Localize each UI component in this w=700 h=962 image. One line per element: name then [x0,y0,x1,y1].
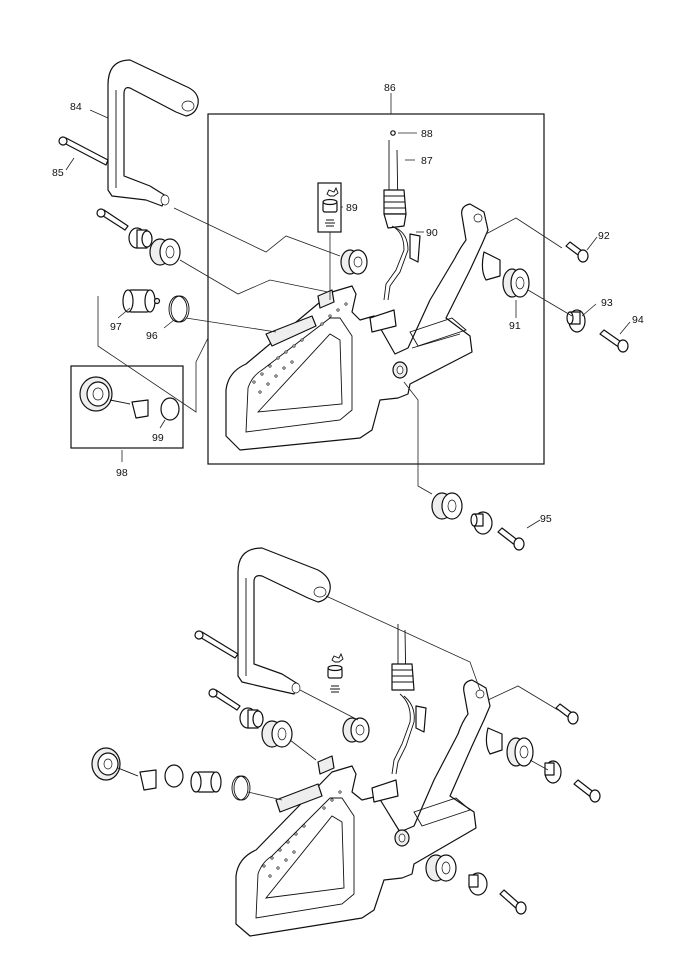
pin-88 [390,130,396,136]
throttle-rod-bottom [391,624,427,775]
exploded-view-bottom [91,547,601,937]
bushing-bottom-d [506,737,534,767]
bushing-bottom-c [342,717,370,743]
callout-89: 89 [346,202,358,214]
bushing-bottom-e [425,854,527,915]
filter-99 [160,397,180,421]
bolt-85 [58,136,109,166]
screw-92 [565,241,589,263]
callout-87: 87 [421,155,433,167]
bushing-left-a [128,227,153,249]
cable-90 [383,225,405,301]
callout-92: 92 [598,230,610,242]
bushing-left-b [149,238,181,266]
washer-93 [566,309,586,333]
clip-96 [168,295,190,323]
callout-96: 96 [146,330,158,342]
callout-91: 91 [509,320,521,332]
callouts-top: 84 85 86 88 87 89 90 91 92 93 94 95 96 9… [52,82,644,525]
front-handle-84 [107,59,199,207]
bolt-94 [599,329,629,353]
rear-handle-body-bottom [235,679,503,937]
bushing-bottom-b [261,720,293,748]
callout-86: 86 [384,82,396,94]
throttle-rod-87 [383,140,407,229]
kit-89-frame [317,182,342,233]
callout-99: 99 [152,432,164,444]
bushing-bottom-a [239,707,264,729]
callout-98: 98 [116,467,128,479]
cap-98 [79,376,149,419]
assembly-86-frame [207,113,545,465]
callout-93: 93 [601,297,613,309]
bushing-95-group [431,492,525,551]
leader-lines-top [65,93,631,529]
callout-90: 90 [426,227,438,239]
rear-handle-body-86 [225,203,501,451]
bushing-91 [502,268,530,298]
front-handle-bottom [237,547,331,695]
callout-88: 88 [421,128,433,140]
spring-89 [322,186,339,227]
exploded-view-top: 84 85 86 88 87 89 90 91 92 93 94 95 96 9… [52,59,644,551]
callout-97: 97 [110,321,122,333]
bolt-left [96,208,129,231]
callout-84: 84 [70,101,82,113]
bushing-inner [340,249,368,275]
callout-85: 85 [52,167,64,179]
callout-94: 94 [632,314,644,326]
callout-95: 95 [540,513,552,525]
leader-lines-bottom [247,595,559,801]
filter-97 [122,289,161,313]
cap-bottom [91,747,251,801]
